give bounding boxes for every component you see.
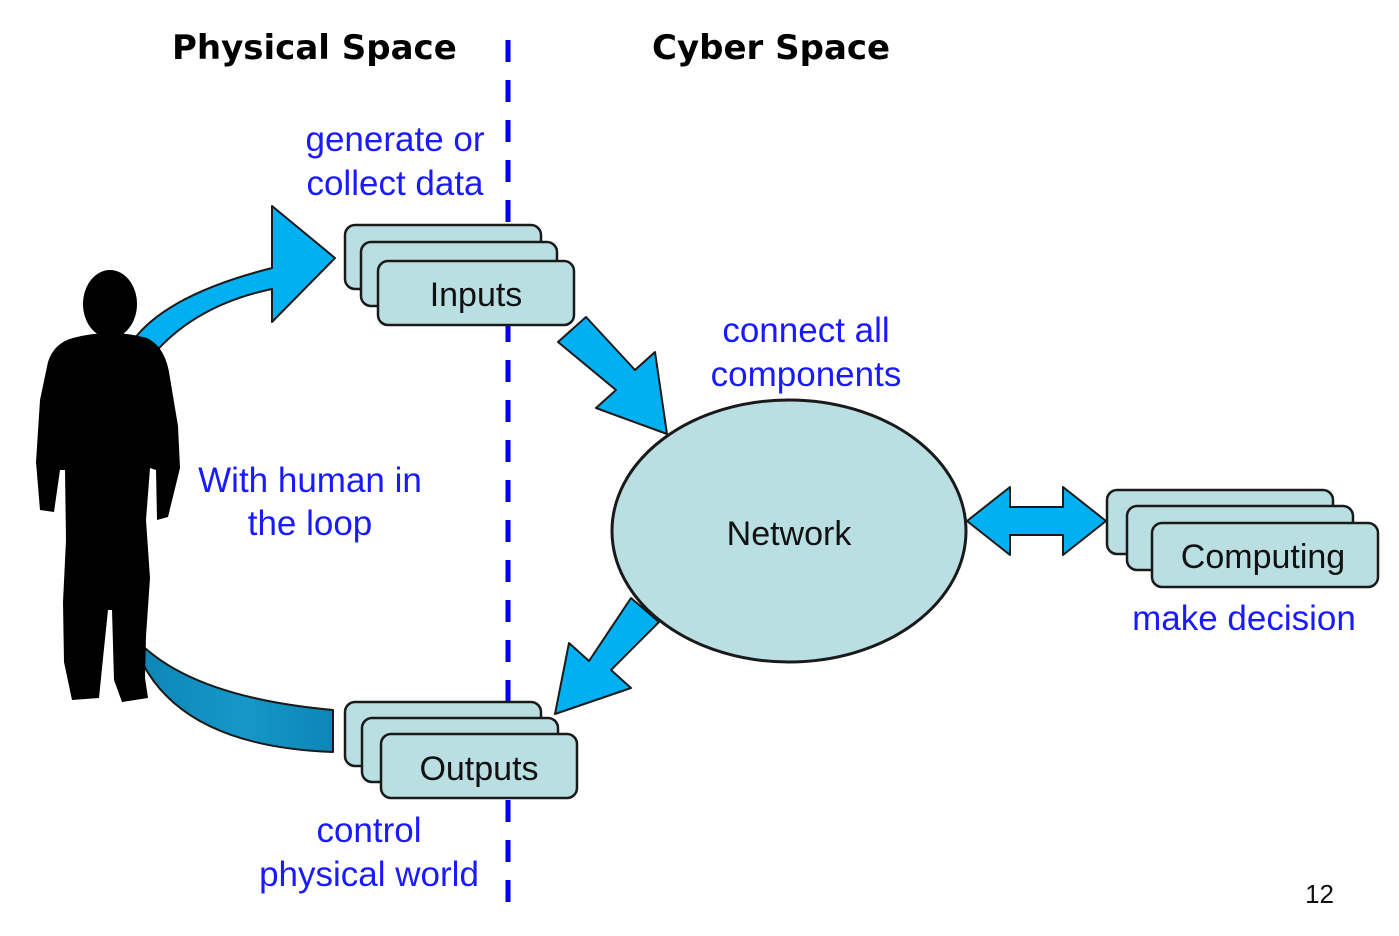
outputs-stack: Outputs <box>343 700 579 800</box>
physical-space-heading: Physical Space <box>172 28 457 68</box>
outputs-card-front <box>379 732 579 800</box>
cyber-space-heading: Cyber Space <box>652 28 890 68</box>
connect-components-annotation-line2: components <box>711 355 902 394</box>
inputs-stack: Inputs <box>343 223 576 327</box>
control-world-annotation-line2: physical world <box>259 855 479 894</box>
human-loop-annotation-line2: the loop <box>248 504 373 543</box>
control-world-annotation-line1: control <box>316 811 421 850</box>
inputs-card-front <box>376 259 576 327</box>
human-to-inputs-arrow <box>131 205 336 357</box>
computing-label: Computing <box>1181 538 1345 576</box>
page-number: 12 <box>1305 879 1334 909</box>
network-to-outputs-arrow <box>554 597 660 715</box>
make-decision-annotation: make decision <box>1132 599 1356 638</box>
connect-components-annotation-line1: connect all <box>722 311 889 350</box>
human-loop-annotation-line1: With human in <box>198 461 422 500</box>
computing-stack: Computing <box>1105 488 1380 589</box>
generate-data-annotation-line2: collect data <box>306 164 484 203</box>
inputs-to-network-arrow <box>557 316 668 435</box>
human-silhouette-icon <box>36 270 180 702</box>
network-node: Network <box>610 398 968 664</box>
generate-data-annotation-line1: generate or <box>305 120 484 159</box>
outputs-label: Outputs <box>419 750 538 788</box>
computing-card-front <box>1150 521 1380 589</box>
inputs-label: Inputs <box>430 276 523 314</box>
network-computing-bidirectional-arrow <box>966 486 1107 556</box>
network-label: Network <box>727 515 853 553</box>
